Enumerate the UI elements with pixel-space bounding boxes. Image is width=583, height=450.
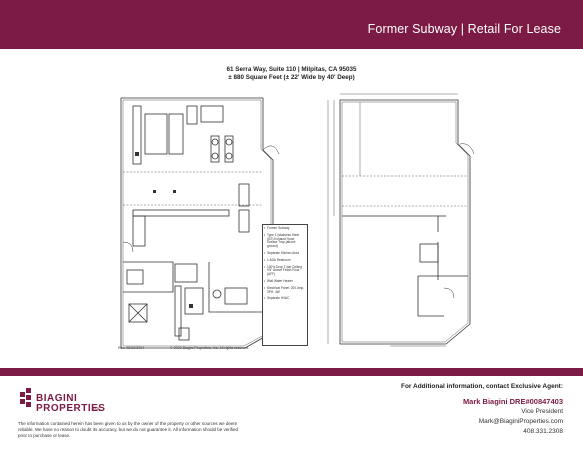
floorplan-size: ± 880 Square Feet (± 22' Wide by 40' Dee… (228, 74, 355, 81)
agent-email-link[interactable]: Mark@BiaginiProperties.com (478, 418, 563, 425)
floorplan-existing (120, 97, 280, 349)
agent-title: Vice President (521, 408, 563, 415)
copyright-notice: © 2020 Biagini Properties, Inc. All righ… (170, 346, 250, 350)
legend-item: Wall Water Heater (264, 279, 305, 284)
header-bar: Former Subway | Retail For Lease (0, 0, 583, 49)
contact-heading: For Additional information, contact Excl… (400, 383, 563, 390)
revision-date: Rev. 06/30/2004 (118, 346, 145, 350)
legend-item: 100% Drop T-bar Ceiling 9'5" Above Finis… (264, 265, 305, 277)
legend-item: Separate HVAC (264, 297, 305, 301)
features-legend: Former Subway Type 1 (stainless Steel (S… (262, 224, 308, 346)
biagini-logo-mark (20, 388, 31, 407)
footer-divider (0, 368, 583, 376)
agent-name: Mark Biagini DRE#00847403 (462, 397, 563, 406)
page-title: Former Subway | Retail For Lease (367, 22, 561, 36)
floorplan-dimensions (327, 93, 475, 347)
legend-item: Separate Kitchen Area (264, 251, 305, 256)
brand-name-line2: PROPERTIES (36, 403, 106, 414)
legend-item: 1 ADA Restroom (264, 258, 305, 263)
agent-phone[interactable]: 408.331.2308 (523, 428, 563, 435)
disclaimer-text: The information contained herein has bee… (18, 421, 238, 438)
legend-item: Former Subway (264, 226, 305, 231)
brand-name-line1: BIAGINI (36, 393, 78, 404)
brand-suffix: INC (93, 407, 102, 413)
legend-item: Type 1 (stainless Steel (SS) Exhaust Hoo… (264, 233, 305, 249)
legend-item: Electrical Panel: 200 Amp, 3PH, 4W (264, 286, 305, 295)
floorplan-address: 61 Serra Way, Suite 110 | Milpitas, CA 9… (226, 66, 357, 73)
